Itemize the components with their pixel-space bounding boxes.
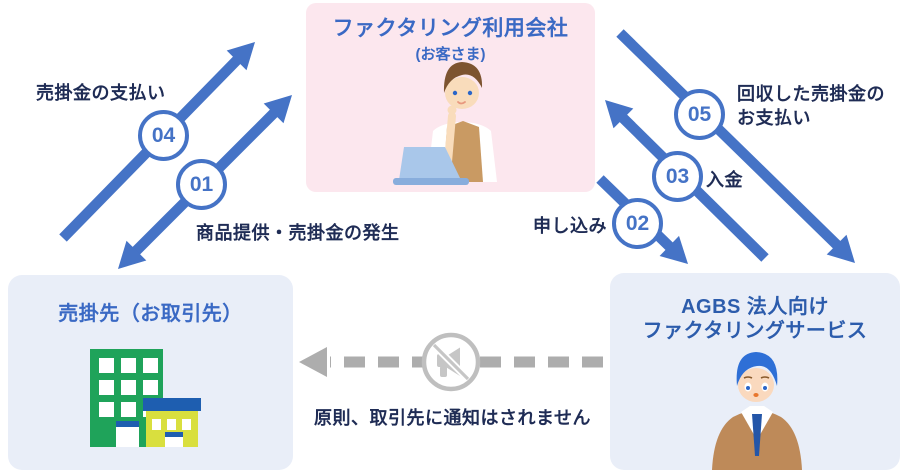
step-02-badge: 02: [612, 198, 663, 249]
step-02-label: 申し込み: [533, 216, 607, 236]
service-box-title: AGBS 法人向け ファクタリングサービス: [610, 273, 900, 343]
customer-at-laptop-illustration: [393, 62, 497, 185]
customer-box-title: ファクタリング利用会社: [332, 17, 569, 40]
client-box-title: 売掛先（お取引先）: [58, 303, 243, 325]
step-03-badge: 03: [652, 151, 703, 202]
step-04-label: 売掛金の支払い: [36, 83, 166, 103]
customer-box-subtitle: (お客さま): [415, 46, 486, 64]
arrow-step-05: [616, 29, 855, 263]
step-05-label: 回収した売掛金の お支払い: [737, 82, 885, 130]
step-01-label: 商品提供・売掛金の発生: [196, 223, 400, 243]
step-04-badge: 04: [138, 110, 189, 161]
step-05-label-line1: 回収した売掛金の: [737, 84, 885, 104]
service-box-title-line2: ファクタリングサービス: [642, 320, 868, 342]
office-buildings-illustration: [90, 349, 201, 447]
step-05-badge: 05: [674, 89, 725, 140]
no-notification-label: 原則、取引先に通知はされません: [314, 408, 591, 428]
step-01-badge: 01: [176, 159, 227, 210]
mute-megaphone-icon: [421, 332, 481, 392]
step-05-label-line2: お支払い: [737, 108, 811, 128]
service-staff-illustration: [712, 352, 802, 470]
service-box-title-line1: AGBS 法人向け: [681, 296, 829, 318]
step-03-label: 入金: [706, 170, 743, 190]
